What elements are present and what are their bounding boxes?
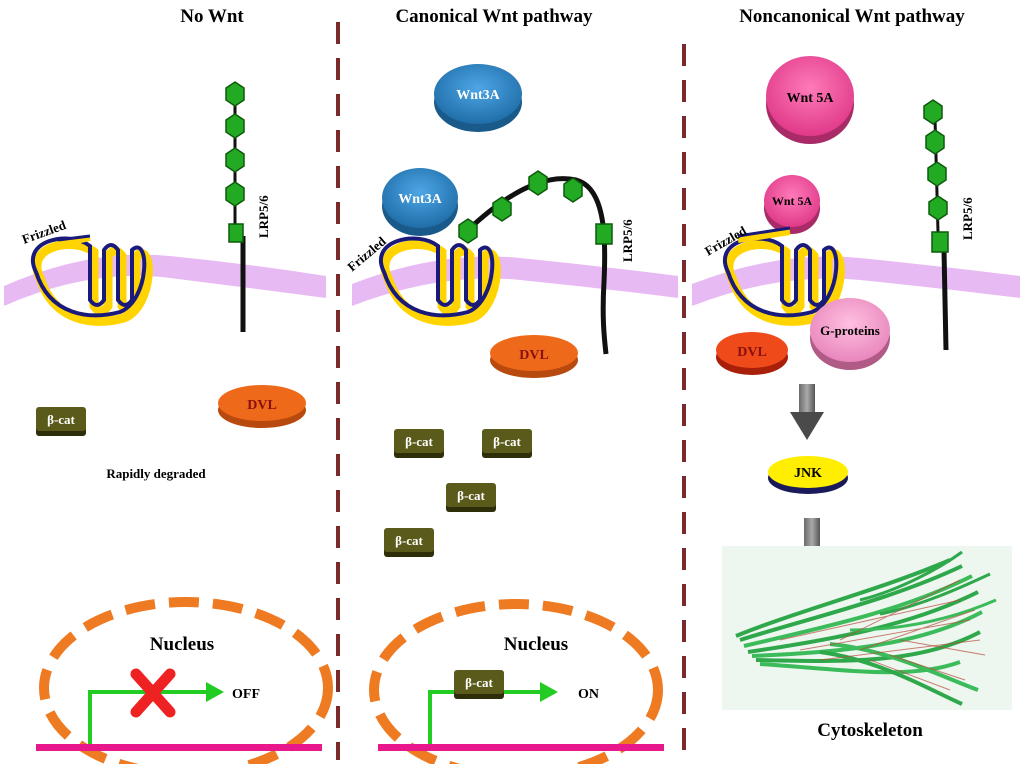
lrp5-6-coreceptor [458, 170, 613, 355]
transcription-state-off: OFF [232, 687, 260, 702]
wnt5a-ligand-free: Wnt 5A [766, 56, 854, 144]
beta-catenin-nuclear: β-cat [454, 670, 504, 699]
lrp-label: LRP5/6 [960, 197, 975, 240]
jnk-label: JNK [794, 466, 822, 481]
beta-catenin: β-cat [36, 407, 86, 436]
frizzled-receptor [31, 234, 153, 326]
dvl-label: DVL [737, 345, 767, 360]
wnt5a-ligand-bound: Wnt 5A [764, 175, 820, 234]
beta-catenin: β-cat [384, 528, 434, 557]
panel-no-wnt: Frizzled LRP5/6 DVL β-cat Rapidly degrad… [20, 81, 333, 764]
nucleus-label: Nucleus [150, 634, 214, 655]
wnt3a-ligand-bound: Wnt3A [382, 168, 458, 236]
nucleus-label: Nucleus [504, 634, 568, 655]
blocked-x-icon [130, 668, 176, 718]
beta-catenin-label: β-cat [457, 488, 485, 503]
beta-catenin: β-cat [446, 483, 496, 512]
beta-catenin-label: β-cat [493, 434, 521, 449]
g-proteins-label: G-proteins [820, 323, 880, 338]
title-canonical: Canonical Wnt pathway [395, 6, 593, 27]
dvl-protein: DVL [716, 332, 788, 375]
beta-catenin-label: β-cat [395, 533, 423, 548]
dvl-protein: DVL [218, 385, 306, 428]
wnt3a-label-free: Wnt3A [456, 88, 500, 103]
wnt5a-label-free: Wnt 5A [786, 91, 834, 106]
g-proteins: G-proteins [810, 298, 890, 370]
beta-catenin-label: β-cat [405, 434, 433, 449]
panel-noncanonical: Wnt 5A Wnt 5A Frizzled LRP5/6 [702, 56, 1012, 741]
wnt3a-ligand-free: Wnt3A [434, 64, 522, 132]
cytoskeleton-filaments [722, 546, 1012, 710]
wnt5a-label-bound: Wnt 5A [772, 194, 813, 208]
lrp5-6-coreceptor [923, 99, 949, 351]
dvl-label: DVL [247, 398, 277, 413]
nucleus-envelope [369, 599, 663, 764]
lrp5-6-coreceptor [225, 81, 246, 332]
dna-strand [36, 744, 322, 751]
cell-membrane-noncanonical [692, 256, 1020, 306]
title-no-wnt: No Wnt [180, 6, 244, 27]
down-arrow-icon [790, 384, 824, 440]
title-noncanonical: Noncanonical Wnt pathway [739, 6, 965, 27]
transcription-state-on: ON [578, 687, 599, 702]
panel-canonical: Wnt3A Wnt3A Frizzled LRP5/6 DVL [344, 64, 664, 764]
dvl-protein: DVL [490, 335, 578, 378]
cytoskeleton-label: Cytoskeleton [817, 720, 923, 741]
nucleus-envelope [39, 597, 333, 764]
jnk-kinase: JNK [768, 456, 848, 494]
beta-catenin-label: β-cat [465, 675, 493, 690]
transcription-arrow [88, 682, 224, 744]
beta-catenin: β-cat [394, 429, 444, 458]
frizzled-receptor [379, 236, 501, 326]
rapidly-degraded-label: Rapidly degraded [106, 466, 206, 481]
lrp-label: LRP5/6 [620, 219, 635, 262]
dvl-label: DVL [519, 348, 549, 363]
wnt3a-label-bound: Wnt3A [398, 192, 442, 207]
transcription-arrow [428, 682, 558, 744]
beta-catenin: β-cat [482, 429, 532, 458]
beta-catenin-label: β-cat [47, 412, 75, 427]
dna-strand [378, 744, 664, 751]
cell-membrane-canonical [352, 256, 678, 306]
lrp-label: LRP5/6 [256, 195, 271, 238]
